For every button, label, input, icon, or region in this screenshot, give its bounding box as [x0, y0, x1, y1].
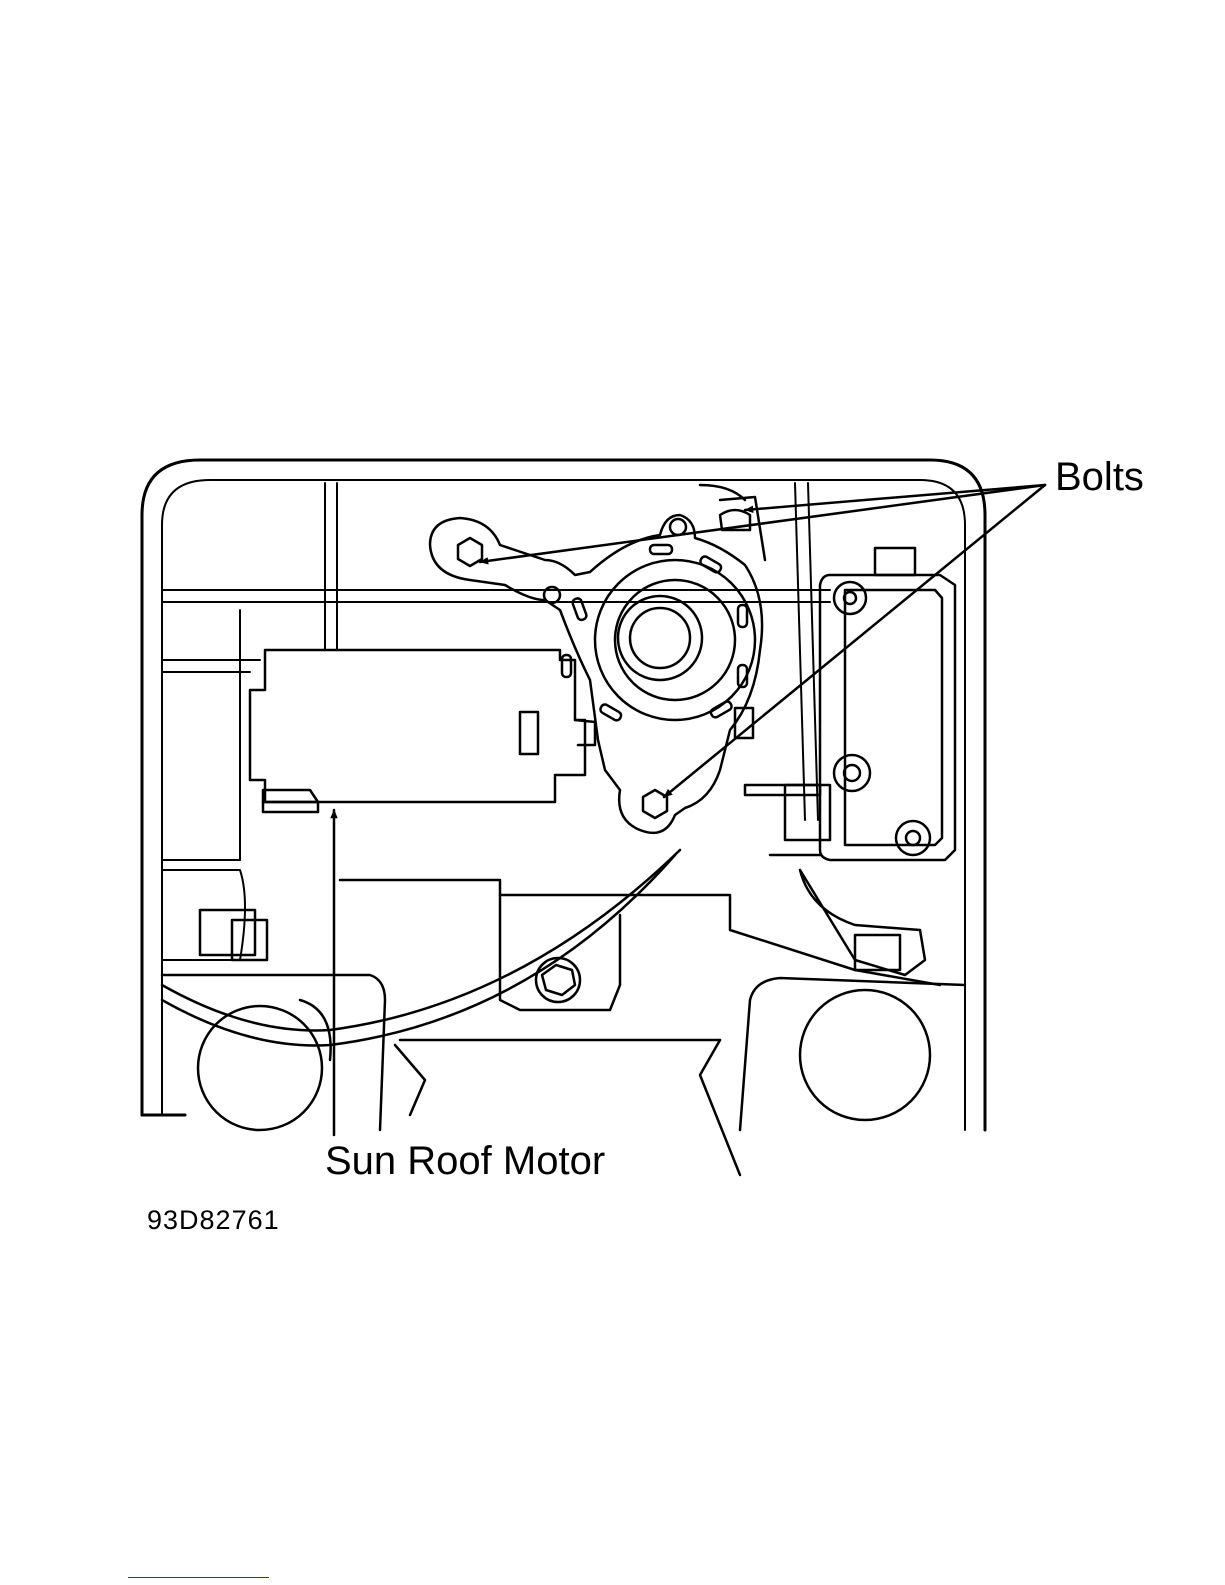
roof-frame — [142, 460, 985, 1130]
motor-housing — [250, 650, 595, 812]
right-clip-icon — [855, 935, 900, 970]
bolt-upper-left-icon — [458, 538, 482, 566]
gearbox — [430, 485, 765, 833]
sun-roof-motor-callout-label: Sun Roof Motor — [325, 1139, 605, 1184]
left-clip-icon — [200, 910, 255, 955]
figure-id: 93D82761 — [147, 1205, 280, 1236]
center-bolt-icon — [542, 965, 575, 995]
bolts-arrow-lower — [664, 485, 1045, 797]
lower-housing — [162, 850, 965, 1175]
footer-rule — [128, 1577, 269, 1578]
bolt-lower-icon — [643, 790, 667, 818]
bolts-callout-label: Bolts — [1055, 455, 1144, 500]
